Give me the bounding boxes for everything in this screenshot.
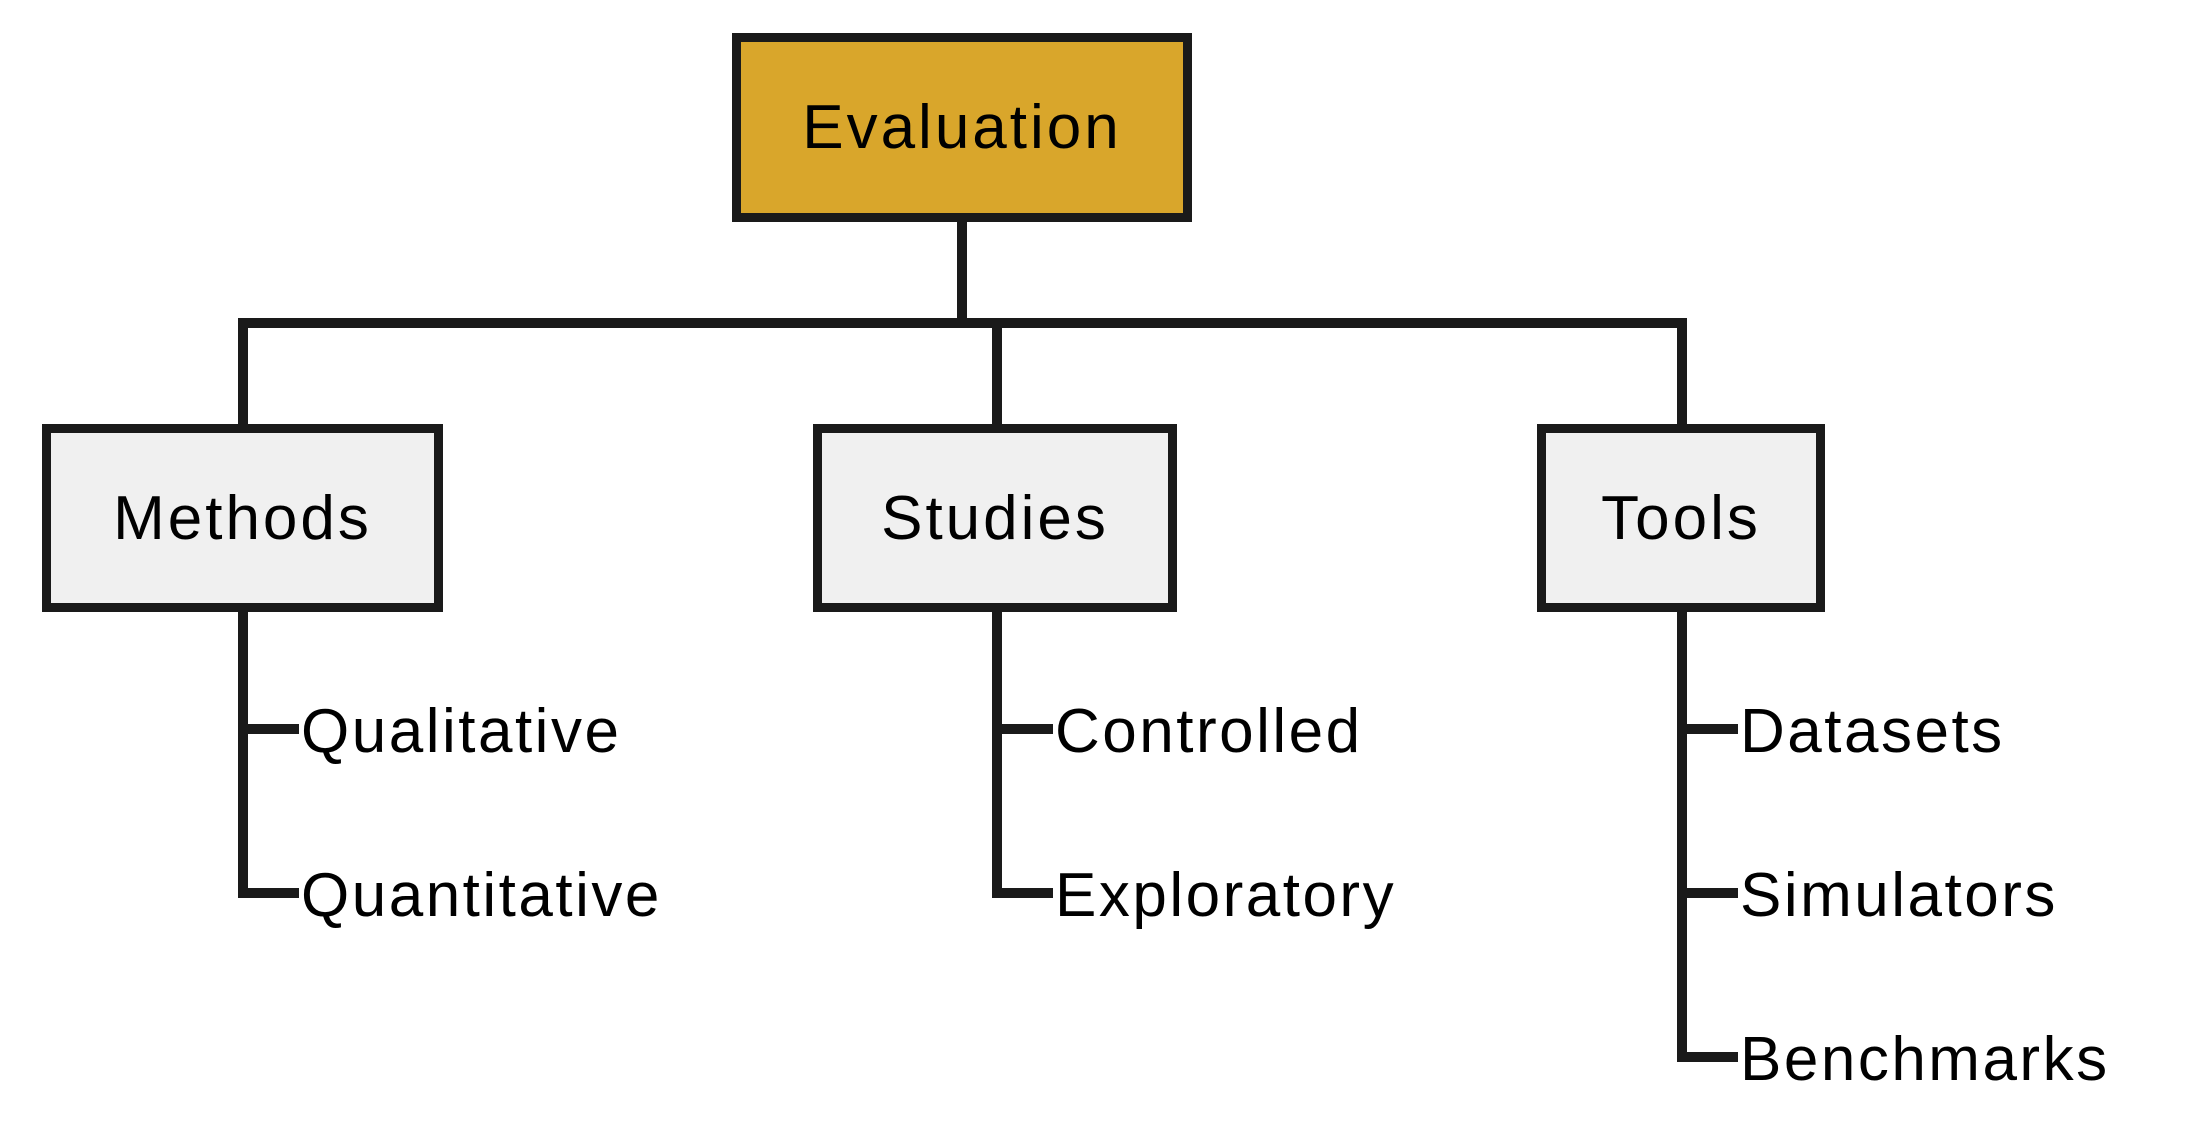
connector-tools-drop [1677, 328, 1687, 424]
connector-bus [238, 318, 1687, 328]
leaf-benchmarks: Benchmarks [1740, 1025, 2110, 1094]
node-evaluation: Evaluation [732, 33, 1192, 222]
tick-quantitative [243, 888, 299, 898]
node-tools-label: Tools [1601, 483, 1761, 553]
node-tools: Tools [1537, 424, 1825, 612]
stem-methods [238, 612, 248, 898]
tick-controlled [997, 724, 1053, 734]
tick-exploratory [997, 888, 1053, 898]
tick-qualitative [243, 724, 299, 734]
tick-datasets [1682, 724, 1738, 734]
tick-benchmarks [1682, 1052, 1738, 1062]
leaf-simulators: Simulators [1740, 861, 2058, 930]
stem-tools [1677, 612, 1687, 1062]
connector-studies-drop [992, 328, 1002, 424]
leaf-qualitative: Qualitative [301, 697, 622, 766]
connector-methods-drop [238, 328, 248, 424]
leaf-datasets: Datasets [1740, 697, 2005, 766]
tick-simulators [1682, 888, 1738, 898]
connector-root-drop [957, 222, 967, 318]
node-methods: Methods [42, 424, 443, 612]
node-studies-label: Studies [881, 483, 1109, 553]
leaf-quantitative: Quantitative [301, 861, 662, 930]
node-evaluation-label: Evaluation [802, 93, 1122, 162]
leaf-controlled: Controlled [1055, 697, 1363, 766]
node-methods-label: Methods [113, 483, 372, 553]
stem-studies [992, 612, 1002, 898]
leaf-exploratory: Exploratory [1055, 861, 1397, 930]
node-studies: Studies [813, 424, 1177, 612]
